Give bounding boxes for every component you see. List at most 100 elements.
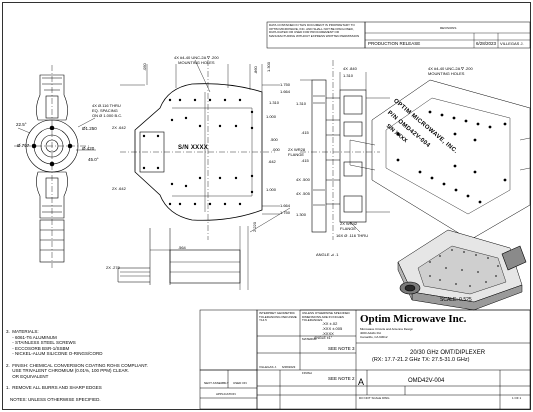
side-dim-840: 4X .840	[343, 66, 357, 71]
flange-hole	[250, 174, 254, 178]
side-dim-1300: 1.300	[296, 212, 307, 217]
isometric-top-view	[349, 79, 531, 241]
sheet-size: A	[358, 377, 365, 387]
title-block-lines	[199, 309, 531, 410]
render-fastener	[469, 285, 471, 287]
render-fastener	[475, 254, 477, 256]
dia-1250-label: Ø1.250	[82, 126, 97, 131]
flange-dim-1000-bottom: 1.000	[266, 187, 277, 192]
flange-hole	[223, 98, 227, 102]
flange-hole	[184, 184, 188, 188]
isometric-hole	[453, 132, 457, 136]
side-mounting-holes-note: 4X #4-40 UNC-2A ∇ .200 MOUNTING HOLES	[428, 66, 473, 76]
flange-hole	[238, 202, 242, 206]
dia-707-label: Ø.707	[17, 143, 30, 148]
side-dim-415-b: .415	[301, 158, 309, 163]
flange-hole	[142, 166, 146, 170]
application-label: APPLICATION	[216, 392, 236, 396]
side-dim-1310-top: 1.310	[343, 73, 354, 78]
flange-dim-1664-top: 1.664	[280, 89, 291, 94]
render-fastener	[429, 261, 431, 263]
flange-dim-1750-bottom: 1.750	[280, 210, 291, 215]
flange-holes	[142, 98, 254, 206]
render-fastener	[439, 255, 441, 257]
isometric-holes	[396, 110, 507, 204]
flange-hole	[170, 118, 174, 122]
angle-45-label: 45.0°	[88, 157, 99, 162]
flange-hole	[198, 176, 202, 180]
side-dim-500: 4X .500	[296, 177, 310, 182]
notes-footer: NOTES: UNLESS OTHERWISE SPECIFIED.	[10, 397, 101, 402]
flange-hole	[234, 176, 238, 180]
flange-hole	[193, 202, 197, 206]
render-fastener	[455, 283, 457, 285]
flange-hole	[208, 98, 212, 102]
side-dim-505: 4X .505	[296, 191, 310, 196]
flange-dim-1310: 1.310	[269, 100, 280, 105]
flange-hole	[168, 98, 172, 102]
tolerance-4-place: .XXXX	[322, 331, 334, 336]
render-fastener	[463, 251, 465, 253]
isometric-hole	[454, 188, 458, 192]
tolerance-3-place: .XXX ±.005	[322, 326, 343, 331]
flange-dim-1750-top: 1.750	[280, 82, 291, 87]
flange-dim-642-c: .642	[268, 159, 276, 164]
render-fastener	[487, 257, 489, 259]
flange-dim-1000-top: 1.000	[266, 114, 277, 119]
flange-dim-000: .000	[272, 147, 280, 152]
isometric-hole	[503, 178, 507, 182]
angle-note: ANGLE ⊿ .1	[316, 252, 339, 257]
side-view	[300, 60, 390, 240]
drawing-title-line-2: (RX: 17.7-21.2 GHz TX: 27.5-31.0 GHz)	[372, 357, 470, 363]
finish-value: SEE NOTE 2	[328, 376, 355, 381]
isometric-hole	[478, 200, 482, 204]
left-end-view	[14, 65, 96, 268]
flange-hole	[178, 98, 182, 102]
flange-hole	[250, 190, 254, 194]
isometric-hole	[503, 122, 507, 126]
interpret-note: INTERPRET GEOMETRIC TOLERANCING PER ASME…	[259, 311, 297, 323]
company-address: Microwave Circuits and Antenna Design 40…	[360, 327, 414, 339]
ext-dim-564: .564	[178, 245, 186, 250]
flange-hole	[178, 202, 182, 206]
render-fastener	[461, 269, 463, 271]
flange-hole	[198, 124, 202, 128]
drawing-title-line-1: 20/30 GHz OMT/DIPLEXER	[410, 350, 486, 356]
flange-dim-050: .050	[142, 63, 147, 71]
scale-label: SCALE: 0.525	[440, 297, 472, 303]
flange-hole	[156, 134, 160, 138]
side-dim-415-a: .415	[301, 130, 309, 135]
render-fastener	[439, 279, 441, 281]
isometric-hole	[473, 138, 477, 142]
isometric-hole	[418, 170, 422, 174]
flange-hole	[170, 182, 174, 186]
drawn-by-name: VILLEGAS J.	[259, 365, 277, 369]
general-notes: 3. MATERIALS: - 6061-T6 ALUMINUM - STAIN…	[6, 329, 149, 390]
render-fastener	[477, 271, 479, 273]
waveguide-extension-view	[117, 226, 249, 290]
revision-date: 6/28/2023	[476, 40, 497, 46]
drawing-number: OMD42V-004	[408, 378, 445, 384]
render-fastener	[429, 275, 431, 277]
sheet-number: 1 OF 1	[512, 396, 522, 400]
ext-dim-220: 2.220	[252, 221, 257, 232]
isometric-hole	[464, 119, 468, 123]
revision-description: PRODUCTION RELEASE	[368, 40, 421, 46]
material-value: SEE NOTE 3	[328, 346, 355, 351]
finish-label: FINISH	[302, 371, 312, 375]
tolerance-angle: ANGLE ±1°	[314, 336, 333, 340]
render-fastener	[497, 265, 499, 267]
flange-dim-860: .860	[253, 66, 258, 74]
isometric-hole	[442, 182, 446, 186]
flange-dim-500: .500	[270, 137, 278, 142]
render-fasteners	[429, 249, 499, 287]
flange-hole	[218, 176, 222, 180]
isometric-hole	[466, 194, 470, 198]
isometric-hole	[476, 122, 480, 126]
isometric-hole	[473, 170, 477, 174]
isometric-hole	[452, 116, 456, 120]
drawn-date: 6/28/2023	[282, 365, 296, 369]
